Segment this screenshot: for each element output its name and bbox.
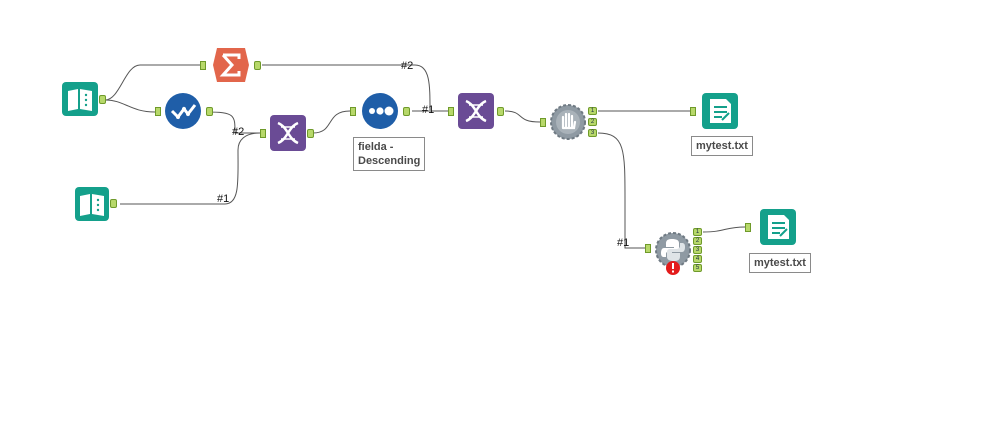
input-anchor[interactable] [690,107,696,116]
output-anchor[interactable]: 4 [693,255,702,263]
macro-tool[interactable] [550,104,586,140]
output-anchor[interactable]: 1 [588,107,597,115]
connection-line [120,132,261,205]
python-gear-icon [655,232,691,268]
dna-icon [458,93,494,129]
connection-label: #2 [232,126,245,138]
error-icon [666,261,680,275]
connection-label: #1 [422,104,435,116]
dots-icon [362,93,398,129]
input-anchor[interactable] [155,107,161,116]
formula-tool[interactable] [270,115,314,151]
connection-label: #1 [217,193,230,205]
dna-icon [270,115,306,151]
connection-line [702,226,746,233]
summarize-tool[interactable] [213,46,261,84]
input-anchor[interactable] [350,107,356,116]
hand-gear-icon [550,104,586,140]
input-anchor[interactable] [200,61,206,70]
formula-tool[interactable] [458,93,504,129]
output-doc-icon [760,209,796,245]
connection-line [504,110,541,123]
output-data-tool[interactable] [702,93,738,129]
input-data-tool[interactable] [62,82,106,116]
input-anchor[interactable] [645,244,651,253]
input-anchor[interactable] [540,118,546,127]
output-data-tool[interactable] [760,209,796,245]
output-anchor[interactable]: 3 [588,129,597,137]
book-icon [75,187,109,221]
output-anchor[interactable]: 2 [588,118,597,126]
input-anchor[interactable] [260,129,266,138]
tool-annotation: mytest.txt [749,253,811,273]
sample-tool[interactable] [165,93,213,129]
connection-line [312,110,351,134]
annotation-line: Descending [358,155,421,167]
connection-line [104,64,200,101]
tool-annotation: mytest.txt [691,136,753,156]
annotation-line: fielda - [358,141,394,153]
output-anchor[interactable]: 2 [693,237,702,245]
output-doc-icon [702,93,738,129]
connection-line [104,99,156,113]
connection-label: #2 [401,60,414,72]
output-anchor[interactable] [497,107,504,116]
output-anchor[interactable]: 1 [693,228,702,236]
sort-tool[interactable] [362,93,410,129]
connection-line [205,111,260,134]
tool-annotation: fielda - Descending [353,137,425,171]
check-wave-icon [165,93,201,129]
output-anchor[interactable] [206,107,213,116]
book-icon [62,82,98,116]
sigma-icon [213,48,249,82]
output-anchor[interactable]: 5 [693,264,702,272]
output-anchor[interactable]: 3 [693,246,702,254]
output-anchor[interactable] [403,107,410,116]
input-data-tool[interactable] [75,187,117,221]
input-anchor[interactable] [745,223,751,232]
output-anchor[interactable] [110,199,117,208]
output-anchor[interactable] [254,61,261,70]
connection-label: #1 [617,237,630,249]
output-anchor[interactable] [307,129,314,138]
connection-line [597,132,645,249]
connection-line [262,64,431,111]
input-anchor[interactable] [448,107,454,116]
output-anchor[interactable] [99,95,106,104]
python-tool[interactable] [655,232,691,275]
